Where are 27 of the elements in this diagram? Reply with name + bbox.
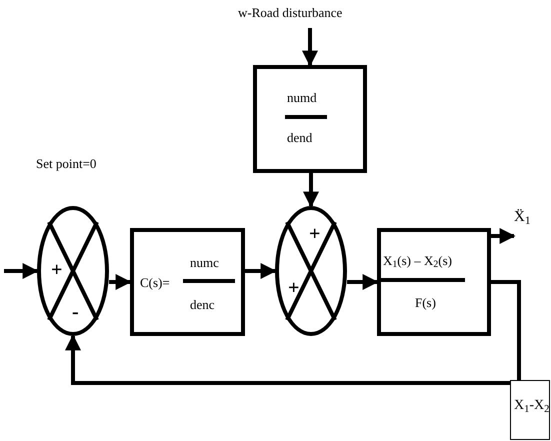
output-label: Ẍ$_{1}$ bbox=[514, 210, 530, 225]
input-label: w-Road disturbance bbox=[238, 6, 342, 19]
arrow bbox=[109, 274, 132, 290]
numerator-text: numd bbox=[287, 91, 317, 104]
transfer-function-block bbox=[253, 65, 367, 173]
numerator-text: numc bbox=[190, 256, 219, 269]
arrow bbox=[303, 173, 319, 208]
transfer-function-label: C(s)= bbox=[140, 276, 170, 289]
arrow bbox=[245, 263, 277, 279]
transfer-function-block bbox=[130, 228, 245, 336]
arrow bbox=[347, 274, 379, 290]
transfer-function-block bbox=[377, 228, 491, 336]
denominator-text: F(s) bbox=[415, 296, 436, 309]
plus-sign: + bbox=[309, 224, 320, 244]
plus-sign: + bbox=[51, 260, 62, 280]
setpoint-label: Set point=0 bbox=[36, 155, 96, 173]
signal-label-box bbox=[510, 380, 550, 440]
minus-sign: - bbox=[72, 302, 79, 322]
numerator-text: X$_{1}$(s) – X$_{2}$(s) bbox=[383, 254, 452, 267]
feedback-label: X$_{1}$-X$_{2}$ bbox=[514, 399, 550, 413]
denominator-text: dend bbox=[287, 131, 312, 144]
plus-sign: + bbox=[288, 278, 300, 298]
arrow bbox=[302, 28, 318, 67]
arrow bbox=[4, 263, 39, 279]
arrow bbox=[65, 280, 521, 385]
arrow bbox=[491, 228, 516, 244]
denominator-text: denc bbox=[190, 298, 215, 311]
